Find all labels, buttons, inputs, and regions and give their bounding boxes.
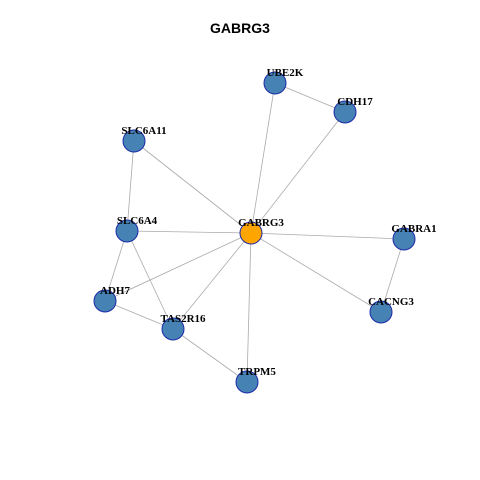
node-label-gabra1: GABRA1 [391, 223, 436, 235]
edge-gabrg3-ube2k [250, 82, 276, 234]
edge-slc6a11-slc6a4 [126, 140, 135, 232]
node-label-gabrg3: GABRG3 [238, 217, 284, 229]
edges-layer [104, 82, 405, 383]
node-label-adh7: ADH7 [100, 285, 130, 297]
node-slc6a11 [122, 129, 146, 153]
edge-gabrg3-trpm5 [246, 232, 252, 383]
node-cacng3 [369, 300, 393, 324]
node-cdh17 [333, 100, 357, 124]
node-trpm5 [235, 370, 259, 394]
node-label-ube2k: UBE2K [267, 67, 304, 79]
figure-title: GABRG3 [210, 20, 270, 36]
node-label-slc6a11: SLC6A11 [121, 125, 166, 137]
edge-adh7-tas2r16 [104, 300, 174, 330]
node-label-cacng3: CACNG3 [368, 296, 414, 308]
edge-tas2r16-trpm5 [172, 328, 248, 383]
node-label-trpm5: TRPM5 [238, 366, 276, 378]
edge-gabrg3-gabra1 [250, 232, 405, 240]
node-gabrg3 [239, 221, 263, 245]
edge-gabrg3-cacng3 [250, 232, 382, 313]
node-label-slc6a4: SLC6A4 [117, 215, 158, 227]
node-tas2r16 [161, 317, 185, 341]
edge-slc6a4-adh7 [104, 230, 128, 302]
nodes-layer [93, 71, 416, 394]
edge-gabrg3-tas2r16 [172, 232, 252, 330]
edge-gabrg3-cdh17 [250, 111, 346, 234]
node-adh7 [93, 289, 117, 313]
edge-gabrg3-adh7 [104, 232, 252, 302]
edge-gabra1-cacng3 [380, 238, 405, 313]
edge-gabrg3-slc6a4 [126, 230, 252, 234]
edge-slc6a4-tas2r16 [126, 230, 174, 330]
labels-layer: GABRG3 UBE2K CDH17SLC6A11SLC6A4GABRA1ADH7T… [100, 67, 437, 378]
node-gabra1 [392, 227, 416, 251]
node-label-cdh17: CDH17 [337, 96, 373, 108]
node-slc6a4 [115, 219, 139, 243]
node-ube2k [263, 71, 287, 95]
edge-gabrg3-slc6a11 [133, 140, 252, 234]
edge-ube2k-cdh17 [274, 82, 346, 113]
node-label-tas2r16: TAS2R16 [160, 313, 206, 325]
